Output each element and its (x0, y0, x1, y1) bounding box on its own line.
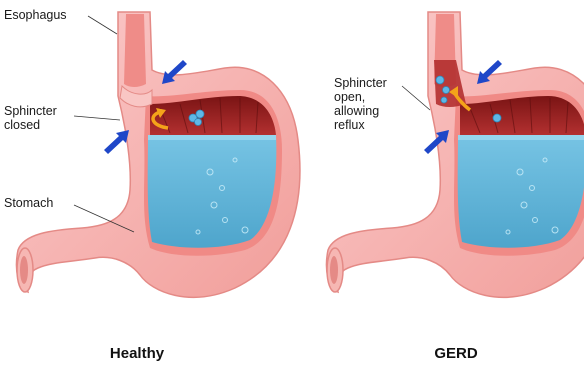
stomach-label: Stomach (4, 196, 53, 210)
healthy-caption: Healthy (110, 345, 164, 362)
sphincter-open-label: Sphincter open, allowing reflux (334, 76, 387, 132)
sphincter-closed-label: Sphincter closed (4, 104, 57, 132)
esophagus-label: Esophagus (4, 8, 67, 22)
gerd-stomach (326, 12, 584, 297)
healthy-stomach (16, 12, 299, 297)
gerd-caption: GERD (434, 345, 477, 362)
